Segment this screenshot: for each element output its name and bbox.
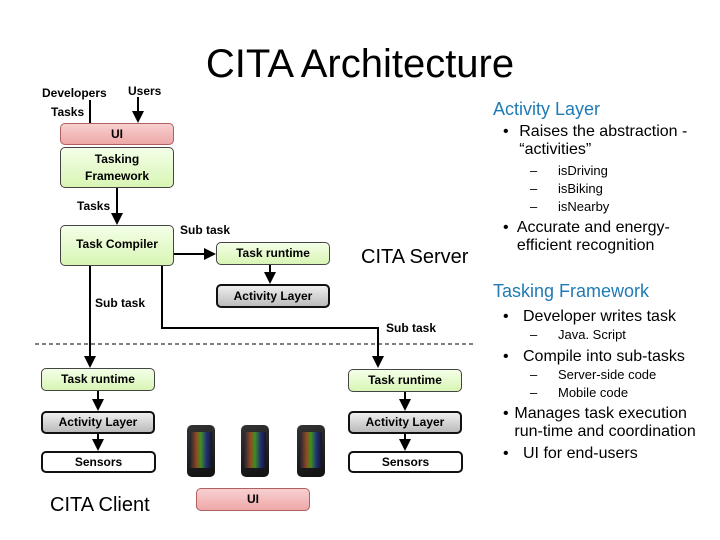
phone-icon: [297, 425, 325, 477]
sub-bullet: Java. Script: [558, 327, 626, 342]
client-activity-layer-box: Activity Layer: [41, 411, 155, 434]
tasking-framework-notes: Tasking Framework •Developer writes task…: [493, 281, 718, 463]
cita-client-label: CITA Client: [50, 494, 150, 516]
ui-box-top: UI: [60, 123, 174, 145]
bullet: Developer writes task: [523, 308, 676, 325]
sub-bullet: isDriving: [558, 163, 608, 178]
subtask-label-1: Sub task: [180, 223, 231, 237]
ui-box-bottom: UI: [196, 488, 310, 511]
right-activity-layer-box: Activity Layer: [348, 411, 462, 434]
sub-bullet: isBiking: [558, 181, 603, 196]
users-label: Users: [128, 84, 162, 98]
tasks-label-mid: Tasks: [77, 199, 111, 213]
server-activity-layer-box: Activity Layer: [216, 284, 330, 308]
bullet: Manages task execution run-time and coor…: [514, 405, 696, 440]
server-task-runtime-box: Task runtime: [216, 242, 330, 265]
task-compiler-box: Task Compiler: [60, 225, 174, 266]
tasking-framework-box: Tasking Framework: [60, 147, 174, 188]
slide-title: CITA Architecture: [205, 42, 515, 86]
bullet: UI for end-users: [523, 445, 638, 462]
phone-icon: [241, 425, 269, 477]
right-sensors-box: Sensors: [348, 451, 463, 473]
right-task-runtime-box: Task runtime: [348, 369, 462, 392]
sub-bullet: Server-side code: [558, 367, 657, 382]
bullet: Compile into sub-tasks: [523, 348, 685, 365]
subtask-label-3: Sub task: [386, 321, 437, 335]
sub-bullet: Mobile code: [558, 385, 629, 400]
activity-layer-notes: Activity Layer •Raises the abstraction -…: [493, 99, 718, 255]
client-task-runtime-box: Task runtime: [41, 368, 155, 391]
phone-icon: [187, 425, 215, 477]
tasks-label-top: Tasks: [51, 105, 85, 119]
bullet: Accurate and energy-efficient recognitio…: [516, 219, 670, 254]
subtask-label-2: Sub task: [95, 296, 146, 310]
sub-bullet: isNearby: [558, 199, 610, 214]
activity-layer-heading: Activity Layer: [493, 99, 601, 119]
developers-label: Developers: [42, 86, 107, 100]
tasking-framework-heading: Tasking Framework: [493, 281, 650, 301]
bullet: Raises the abstraction - “activities”: [519, 123, 688, 158]
client-sensors-box: Sensors: [41, 451, 156, 473]
cita-server-label: CITA Server: [361, 246, 469, 268]
